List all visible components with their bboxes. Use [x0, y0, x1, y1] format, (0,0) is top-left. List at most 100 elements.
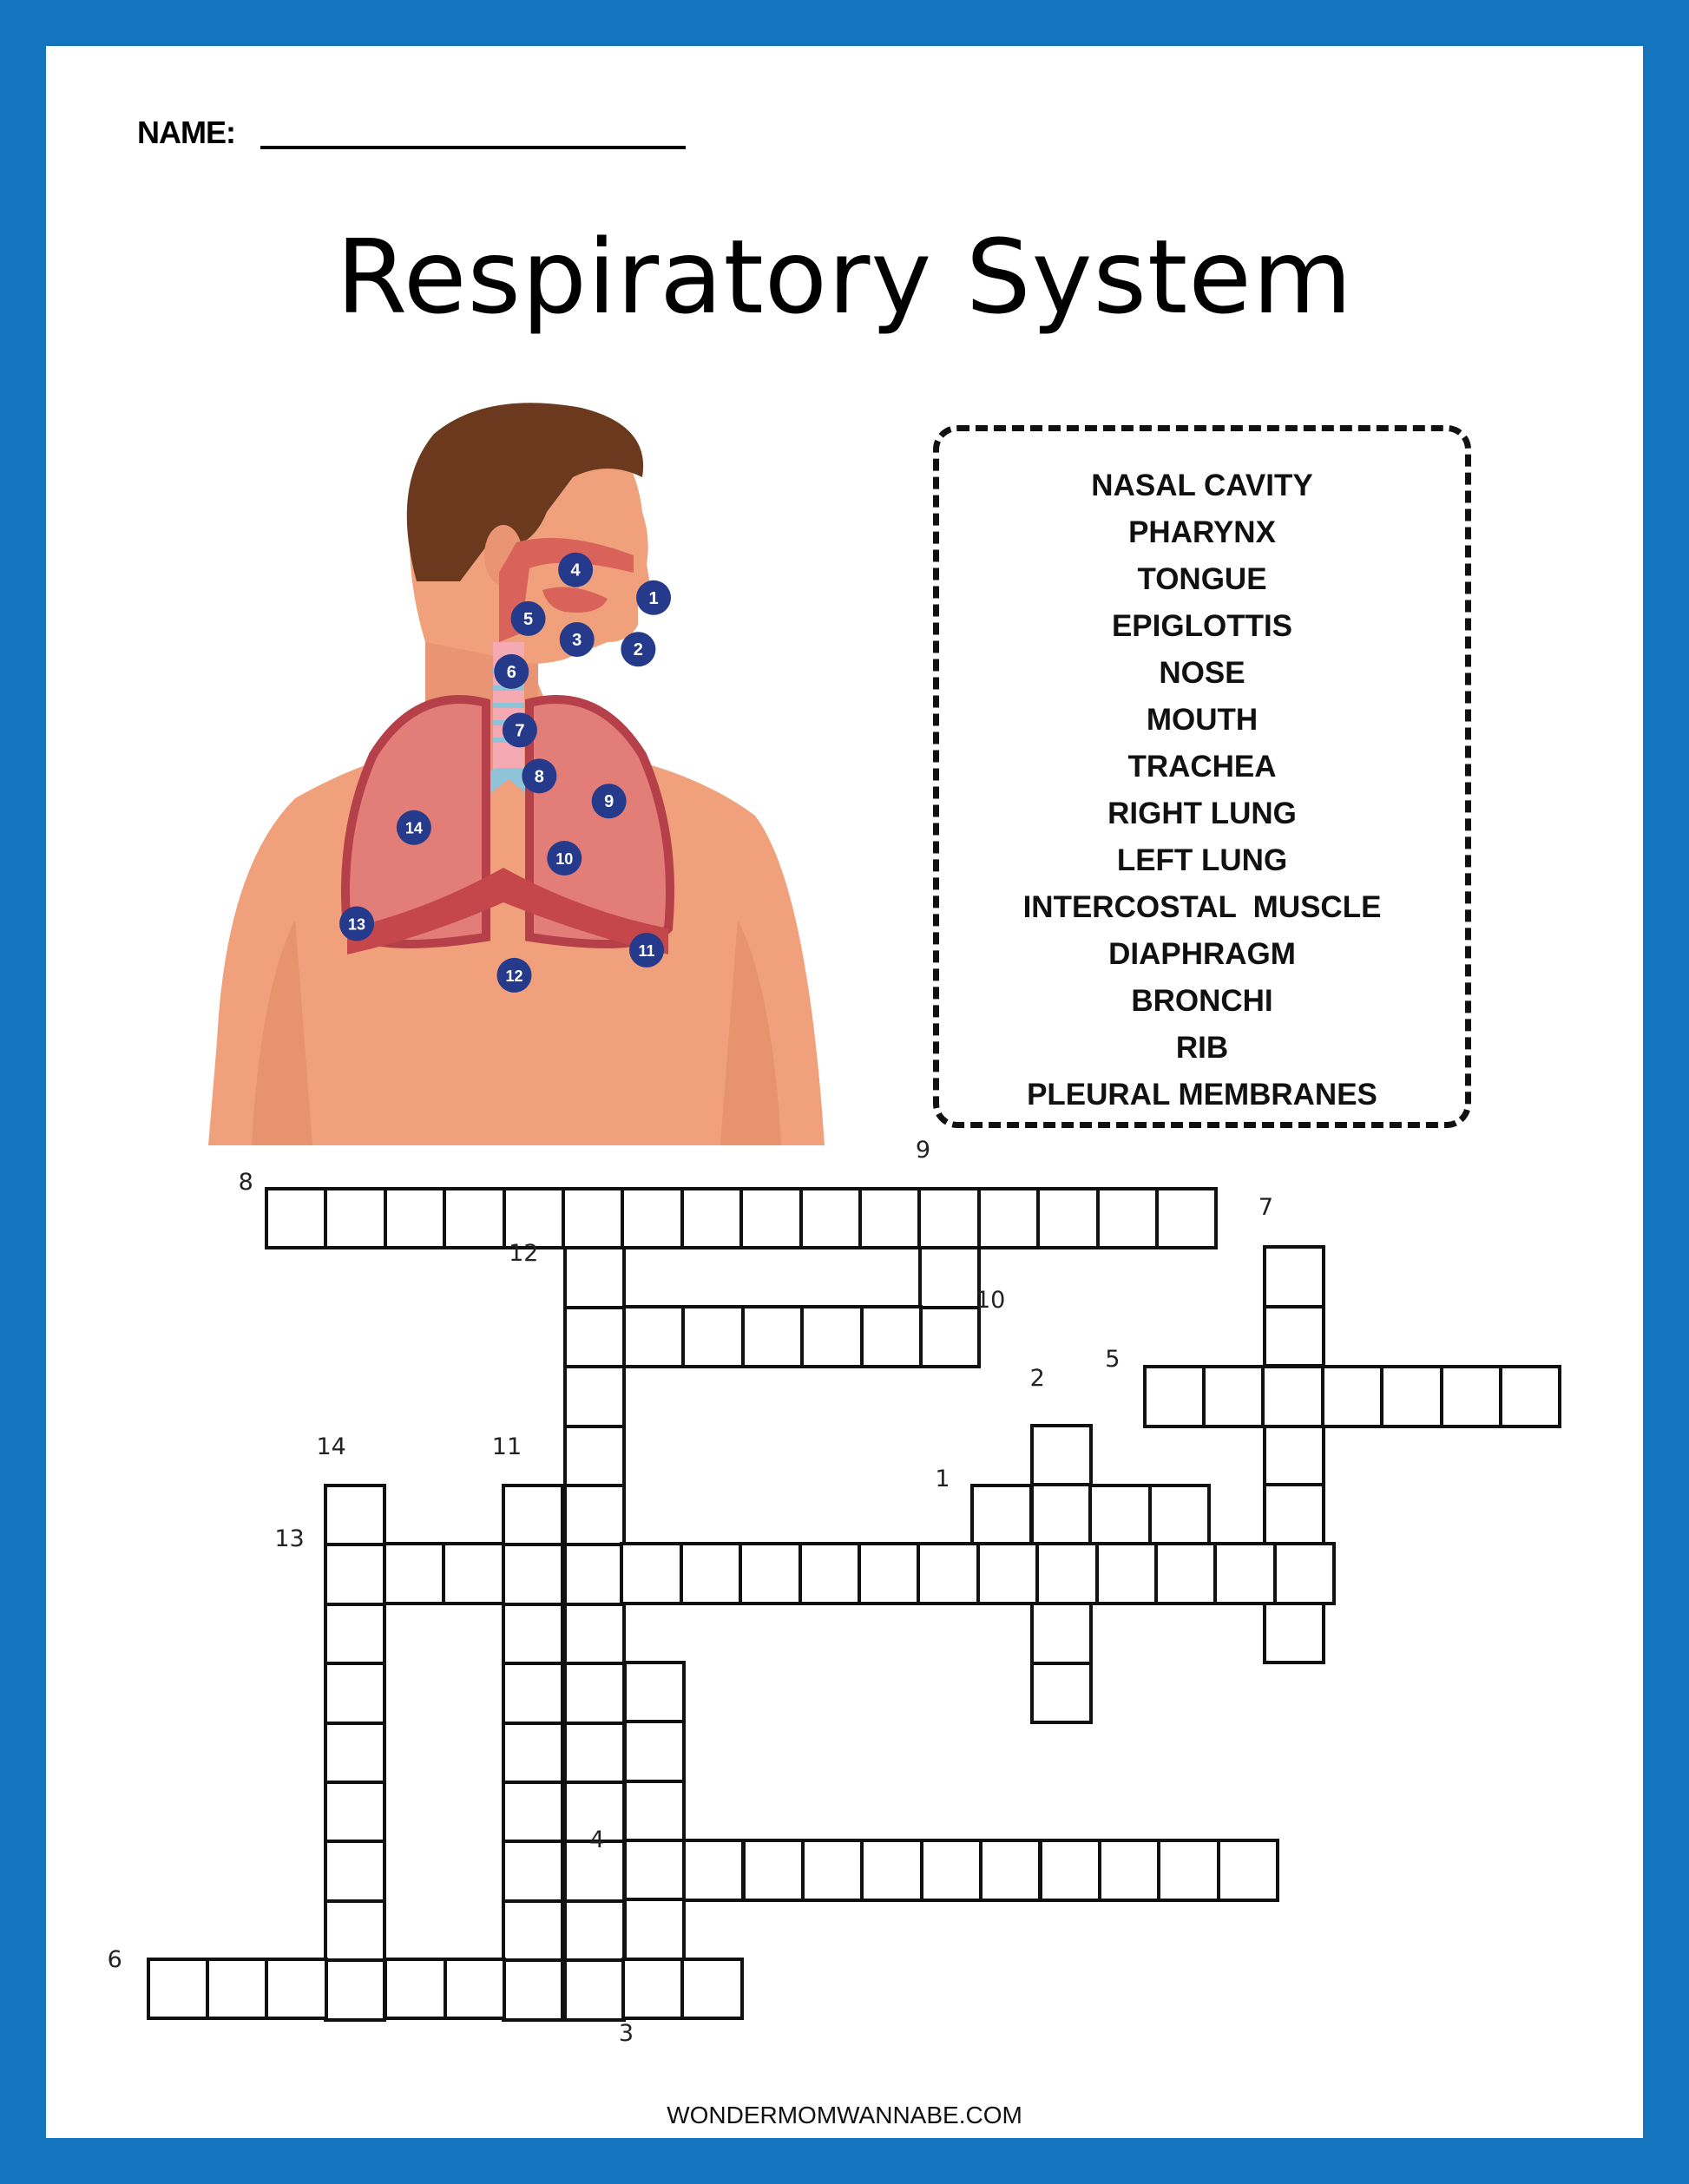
crossword-cell[interactable]	[1261, 1365, 1324, 1428]
crossword-cell[interactable]	[622, 1898, 687, 1961]
crossword-cell[interactable]	[800, 1305, 864, 1368]
crossword-cell[interactable]	[1272, 1542, 1337, 1605]
crossword-cell[interactable]	[622, 1305, 686, 1368]
crossword-cell[interactable]	[265, 1186, 328, 1250]
crossword-cell[interactable]	[976, 1542, 1040, 1605]
crossword-cell[interactable]	[562, 1365, 627, 1428]
crossword-cell[interactable]	[1035, 1542, 1099, 1605]
crossword-cell[interactable]	[443, 1186, 506, 1250]
crossword-cell[interactable]	[442, 1542, 505, 1605]
crossword-cell[interactable]	[740, 1305, 805, 1368]
crossword-cell[interactable]	[1038, 1839, 1101, 1902]
crossword-cell[interactable]	[1262, 1483, 1326, 1546]
crossword-cell[interactable]	[383, 1186, 447, 1250]
crossword-cell[interactable]	[621, 1957, 685, 2021]
crossword-cell[interactable]	[622, 1839, 687, 1902]
crossword-cell[interactable]	[562, 1424, 627, 1487]
crossword-cell[interactable]	[1262, 1245, 1326, 1308]
crossword-cell[interactable]	[1154, 1542, 1218, 1605]
crossword-cell[interactable]	[622, 1660, 687, 1724]
crossword-cell[interactable]	[918, 1246, 982, 1309]
crossword-cell[interactable]	[979, 1839, 1042, 1902]
crossword-cell[interactable]	[1036, 1186, 1100, 1250]
crossword-cell[interactable]	[146, 1957, 209, 2021]
crossword-cell[interactable]	[1029, 1661, 1093, 1724]
crossword-cell[interactable]	[502, 1780, 565, 1844]
crossword-cell[interactable]	[860, 1839, 923, 1902]
crossword-cell[interactable]	[323, 1543, 386, 1606]
crossword-cell[interactable]	[976, 1186, 1041, 1250]
crossword-cell[interactable]	[859, 1305, 923, 1368]
crossword-cell[interactable]	[323, 1721, 386, 1784]
crossword-cell[interactable]	[1201, 1365, 1265, 1428]
crossword-cell[interactable]	[1142, 1365, 1206, 1428]
crossword-cell[interactable]	[323, 1662, 386, 1725]
crossword-cell[interactable]	[323, 1602, 386, 1666]
crossword-cell[interactable]	[502, 1483, 565, 1547]
crossword-cell[interactable]	[917, 1542, 980, 1605]
crossword-cell[interactable]	[741, 1839, 805, 1902]
crossword-cell[interactable]	[1262, 1423, 1326, 1486]
crossword-cell[interactable]	[622, 1779, 687, 1843]
crossword-cell[interactable]	[919, 1839, 983, 1902]
crossword-cell[interactable]	[562, 1899, 627, 1963]
crossword-cell[interactable]	[679, 1542, 743, 1605]
crossword-cell[interactable]	[1380, 1365, 1443, 1428]
crossword-cell[interactable]	[502, 1899, 565, 1963]
crossword-cell[interactable]	[443, 1957, 506, 2021]
crossword-cell[interactable]	[502, 1662, 565, 1725]
crossword-cell[interactable]	[502, 1958, 565, 2022]
crossword-cell[interactable]	[739, 1186, 803, 1250]
crossword-cell[interactable]	[323, 1958, 386, 2022]
crossword-cell[interactable]	[800, 1839, 864, 1902]
crossword-cell[interactable]	[1029, 1423, 1093, 1487]
crossword-cell[interactable]	[324, 1186, 387, 1250]
crossword-cell[interactable]	[502, 1186, 566, 1250]
crossword-cell[interactable]	[562, 1186, 625, 1250]
crossword-cell[interactable]	[1095, 1186, 1160, 1250]
crossword-cell[interactable]	[1320, 1365, 1384, 1428]
name-input-line[interactable]	[260, 146, 686, 149]
crossword-cell[interactable]	[502, 1543, 565, 1606]
crossword-cell[interactable]	[681, 1305, 745, 1368]
crossword-cell[interactable]	[562, 1721, 627, 1784]
crossword-cell[interactable]	[969, 1483, 1033, 1547]
crossword-cell[interactable]	[620, 1542, 683, 1605]
crossword-cell[interactable]	[323, 1780, 386, 1844]
crossword-cell[interactable]	[917, 1186, 981, 1250]
crossword-cell[interactable]	[858, 1542, 921, 1605]
crossword-cell[interactable]	[1213, 1542, 1277, 1605]
crossword-cell[interactable]	[1157, 1839, 1220, 1902]
crossword-cell[interactable]	[502, 1721, 565, 1784]
crossword-cell[interactable]	[562, 1602, 627, 1666]
crossword-cell[interactable]	[562, 1305, 627, 1368]
crossword-cell[interactable]	[1262, 1304, 1326, 1368]
crossword-cell[interactable]	[1498, 1365, 1562, 1428]
crossword-cell[interactable]	[205, 1957, 269, 2021]
crossword-cell[interactable]	[1097, 1839, 1161, 1902]
crossword-cell[interactable]	[680, 1957, 744, 2021]
crossword-cell[interactable]	[562, 1958, 627, 2022]
crossword-cell[interactable]	[1155, 1186, 1219, 1250]
crossword-cell[interactable]	[858, 1186, 922, 1250]
crossword-cell[interactable]	[323, 1483, 386, 1547]
crossword-cell[interactable]	[798, 1186, 863, 1250]
crossword-cell[interactable]	[323, 1840, 386, 1903]
crossword-cell[interactable]	[384, 1957, 447, 2021]
crossword-cell[interactable]	[682, 1839, 746, 1902]
crossword-cell[interactable]	[502, 1840, 565, 1903]
crossword-cell[interactable]	[918, 1305, 982, 1369]
crossword-cell[interactable]	[562, 1543, 627, 1606]
crossword-cell[interactable]	[621, 1186, 684, 1250]
crossword-cell[interactable]	[1262, 1601, 1326, 1665]
crossword-cell[interactable]	[680, 1186, 744, 1250]
crossword-cell[interactable]	[265, 1957, 328, 2021]
crossword-cell[interactable]	[562, 1246, 627, 1309]
crossword-cell[interactable]	[562, 1483, 627, 1547]
crossword-cell[interactable]	[1029, 1602, 1093, 1665]
crossword-cell[interactable]	[1147, 1483, 1212, 1547]
crossword-cell[interactable]	[323, 1899, 386, 1963]
crossword-cell[interactable]	[1029, 1483, 1093, 1546]
crossword-cell[interactable]	[502, 1602, 565, 1666]
crossword-cell[interactable]	[622, 1720, 687, 1783]
